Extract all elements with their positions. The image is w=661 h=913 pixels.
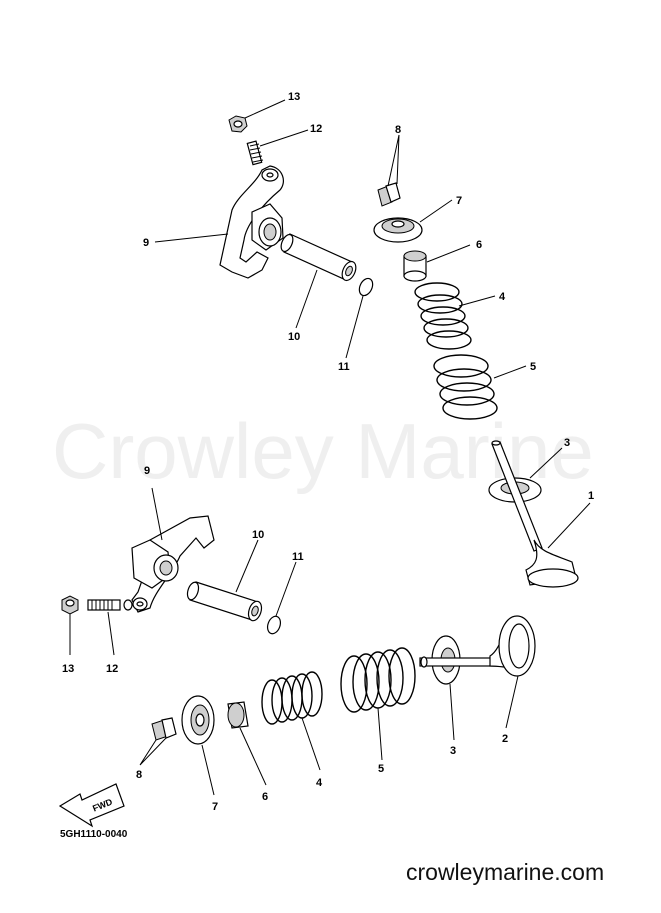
upper-nut-13 [228, 115, 248, 133]
label-lower-5: 5 [378, 763, 384, 775]
leader-lower-7 [201, 744, 215, 796]
label-lower-8: 8 [136, 769, 142, 781]
fwd-arrow-icon: FWD [58, 783, 125, 828]
leader-lower-10 [235, 539, 259, 593]
label-upper-3: 3 [564, 437, 570, 449]
lower-outer-spring-5 [340, 647, 416, 713]
label-upper-11: 11 [338, 361, 350, 373]
leader-upper-9 [154, 233, 229, 243]
leader-upper-6 [426, 244, 471, 263]
label-lower-3: 3 [450, 745, 456, 757]
lower-o-ring-11 [266, 615, 282, 635]
website-link[interactable]: crowleymarine.com [406, 859, 604, 885]
leader-upper-5 [493, 365, 527, 379]
leader-upper-10 [295, 269, 318, 329]
lower-valve-2 [419, 615, 536, 677]
leader-upper-13 [244, 99, 286, 119]
leader-lower-12 [107, 611, 115, 656]
label-lower-11: 11 [292, 551, 304, 563]
label-upper-9: 9 [143, 237, 149, 249]
leader-upper-8 [387, 134, 400, 187]
label-upper-10: 10 [288, 331, 300, 343]
leader-upper-7 [419, 199, 453, 223]
leader-lower-6 [239, 727, 267, 786]
label-lower-6: 6 [262, 791, 268, 803]
upper-o-ring-11 [358, 277, 374, 297]
upper-rocker-shaft-10 [280, 233, 357, 282]
upper-adjusting-screw-12 [246, 140, 264, 166]
upper-valve-1 [491, 440, 579, 588]
lower-inner-spring-4 [261, 671, 323, 725]
label-lower-2: 2 [502, 733, 508, 745]
leader-lower-2 [505, 675, 519, 729]
leader-upper-4 [458, 295, 496, 307]
label-upper-6: 6 [476, 239, 482, 251]
upper-inner-spring-4 [414, 282, 472, 350]
lower-rocker-shaft-10 [186, 581, 263, 622]
leader-lower-5 [377, 707, 383, 761]
leader-upper-12 [259, 129, 309, 147]
label-upper-13: 13 [288, 91, 300, 103]
label-upper-4: 4 [499, 291, 506, 303]
upper-retainer-7 [373, 217, 423, 243]
label-lower-7: 7 [212, 801, 218, 813]
lower-retainer-7 [181, 695, 215, 745]
label-lower-12: 12 [106, 663, 118, 675]
label-lower-10: 10 [252, 529, 264, 541]
lower-collets-8 [151, 717, 177, 741]
leader-lower-4 [301, 717, 321, 771]
leader-lower-11 [275, 561, 297, 617]
label-upper-8: 8 [395, 124, 401, 136]
lower-stem-seal-6 [227, 701, 249, 729]
lower-nut-13 [61, 595, 79, 615]
label-lower-4: 4 [316, 777, 323, 789]
upper-collets-8 [377, 182, 401, 207]
lower-rocker-arm-9 [131, 515, 215, 613]
leader-upper-11 [345, 295, 364, 359]
upper-outer-spring-5 [433, 354, 498, 420]
label-upper-5: 5 [530, 361, 536, 373]
label-upper-1: 1 [588, 490, 594, 502]
diagram-code: 5GH1110-0040 [60, 829, 128, 840]
leader-lower-8 [139, 737, 167, 766]
upper-stem-seal-6 [403, 250, 427, 282]
lower-adjusting-screw-12 [87, 599, 133, 611]
leader-lower-3 [449, 683, 455, 741]
label-upper-7: 7 [456, 195, 462, 207]
upper-rocker-arm-9 [219, 165, 284, 279]
label-lower-13: 13 [62, 663, 74, 675]
label-lower-9: 9 [144, 465, 150, 477]
label-upper-12: 12 [310, 123, 322, 135]
leader-lower-9 [151, 487, 163, 541]
leader-upper-1 [547, 502, 591, 549]
leader-upper-3 [529, 447, 563, 479]
